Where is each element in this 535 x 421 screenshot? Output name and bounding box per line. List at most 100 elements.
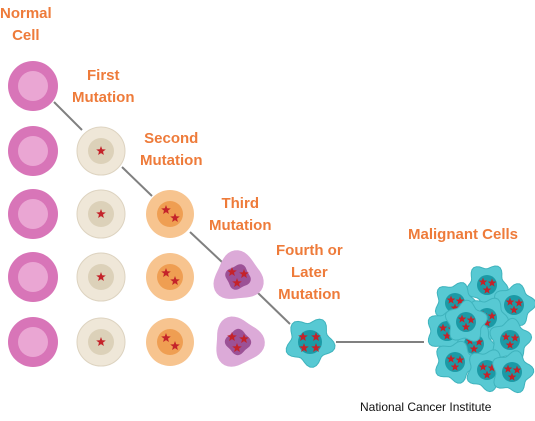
label-second-line2: Mutation [140,152,203,169]
label-first-line1: First [86,67,120,84]
first-mutation-cell [76,317,126,367]
normal-cell-nucleus [18,327,48,357]
mutation-mark [239,334,249,343]
label-third-mutation: Third Mutation [209,193,271,237]
mutation-mark [501,332,511,341]
second-mutation-cell [146,253,194,301]
first-mutation-cell [76,252,126,302]
mutation-mark [438,323,448,332]
second-cell-nucleus [157,329,183,355]
mutation-mark [96,146,106,155]
mutation-mark [469,344,479,353]
mutation-mark [161,333,171,342]
mutation-mark [512,365,522,374]
normal-cell [8,317,58,367]
normal-cell [8,126,58,176]
mutation-mark [510,333,520,342]
mutation-mark [311,332,321,341]
mutation-mark [478,362,488,371]
mutation-mark [455,296,465,305]
mutation-mark [96,337,106,346]
malignant-cell [444,299,488,342]
mutation-mark [461,322,471,331]
mutation-mark [170,213,180,222]
mutation-mark [507,372,517,381]
second-cell-nucleus [157,264,183,290]
mutation-mark [446,354,456,363]
mutation-mark [227,332,237,341]
mutation-mark [161,268,171,277]
mutation-mark [227,267,237,276]
mutation-mark [170,341,180,350]
malignant-cell [492,350,535,394]
label-second-line1: Second [144,130,199,147]
connector-lines [53,101,424,343]
normal-cell [8,252,58,302]
mutation-mark [450,362,460,371]
normal-cell [8,189,58,239]
mutation-mark [457,314,467,323]
second-mutation-cell [146,190,194,238]
label-normal-line1: Normal [0,5,52,22]
mutation-mark [482,370,492,379]
label-normal-line2: Cell [12,27,40,44]
connector-normal-to-first [53,101,83,131]
mutation-mark [478,277,488,286]
label-fourth-line3: Mutation [278,286,341,303]
fourth-mutation-cell [285,318,336,368]
first-mutation-cell [76,126,126,176]
mutation-mark [509,305,519,314]
normal-cell-nucleus [18,262,48,292]
label-third-line1: Third [221,195,259,212]
malignant-cell [435,340,478,384]
second-mutation-cell [146,318,194,366]
normal-cell [8,61,58,111]
mutation-mark [455,355,465,364]
mutation-mark [232,278,242,287]
mutation-mark [514,298,524,307]
label-fourth-line1: Fourth or [276,242,343,259]
label-third-line2: Mutation [209,217,272,234]
label-malignant-cells: Malignant Cells [408,224,518,246]
mutation-mark [170,276,180,285]
third-mutation-cell [216,316,265,367]
label-fourth-line2: Later [290,264,328,281]
label-fourth-mutation: Fourth or Later Mutation [276,240,343,306]
normal-cell-nucleus [18,71,48,101]
mutation-mark [474,337,484,346]
mutation-mark [96,209,106,218]
mutation-mark [442,331,452,340]
mutation-mark [482,285,492,294]
connector-second-to-third [189,231,223,263]
third-mutation-cell [213,250,264,299]
mutation-mark [487,278,497,287]
mutation-mark [487,311,497,320]
second-cell-nucleus [157,201,183,227]
mutation-mark [239,269,249,278]
mutation-mark [311,343,321,352]
normal-cell-nucleus [18,199,48,229]
mutation-mark [232,343,242,352]
mutation-mark [96,272,106,281]
connector-third-to-fourth [257,292,291,325]
mutation-mark [482,318,492,327]
connector-first-to-second [121,166,153,197]
credit-text: National Cancer Institute [360,400,492,414]
label-first-line2: Mutation [72,89,135,106]
cells-layer [8,61,535,394]
label-malignant-text: Malignant Cells [408,226,519,243]
mutation-mark [505,297,515,306]
mutation-mark [503,364,513,373]
mutation-mark [446,295,456,304]
malignant-cell-cluster [427,265,535,394]
mutation-mark [487,363,497,372]
mutation-mark [466,315,476,324]
label-normal-cell: Normal Cell [0,3,52,47]
label-first-mutation: First Mutation [72,65,134,109]
mutation-mark [505,340,515,349]
mutation-mark [298,332,308,341]
label-second-mutation: Second Mutation [140,128,202,172]
mutation-mark [299,343,309,352]
